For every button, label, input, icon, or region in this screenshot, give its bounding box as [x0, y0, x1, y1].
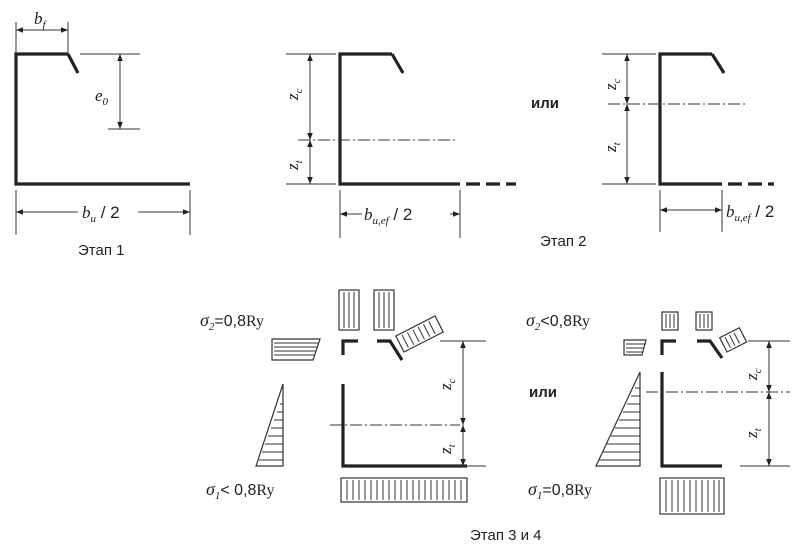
bu-label: bu / 2	[82, 203, 120, 225]
stage34b-corner-top	[660, 339, 676, 355]
sigma1-lt-label: σ1< 0,8Ry	[206, 479, 274, 502]
stage2b-lip	[710, 53, 726, 74]
stage2-section-a: zc zt bu,ef / 2	[283, 52, 516, 238]
buef-label-b: bu,ef / 2	[726, 202, 774, 224]
stage34-title: Этап 3 и 4	[470, 527, 542, 544]
stage34-section-a: σ2=0,8Ry zc zt σ1< 0,8Ry	[200, 289, 486, 503]
stage34a-lip	[377, 339, 404, 361]
bf-label: bf	[34, 9, 48, 31]
stress-block-bottom	[340, 477, 468, 503]
stage2a-profile	[338, 52, 460, 186]
zt-label-d: zt	[742, 427, 764, 439]
stage34b-lip	[697, 339, 724, 359]
sigma1-eq-label: σ1=0,8Ry	[528, 479, 592, 502]
zc-label-b: zc	[601, 78, 623, 91]
stress-block-bottom-b	[659, 477, 725, 515]
stage34b-profile	[660, 372, 722, 468]
stress-block-flange-top	[271, 338, 321, 361]
stage1-title: Этап 1	[78, 242, 124, 259]
stress-block-lip-b	[718, 326, 748, 353]
sigma2-lt-label: σ2<0,8Ry	[526, 310, 590, 333]
stress-triangle-web-b	[595, 371, 641, 467]
stage2-title: Этап 2	[540, 233, 586, 250]
e0-label: e0	[95, 86, 109, 108]
stage34a-profile	[341, 384, 467, 468]
stage2a-lip	[390, 53, 405, 74]
stage34a-corner-top	[341, 339, 358, 355]
stage1-lip	[66, 53, 80, 74]
sigma2-eq-label: σ2=0,8Ry	[200, 310, 264, 333]
stage1-section: bf e0 bu / 2 Этап 1	[14, 9, 191, 259]
zt-label-a: zt	[283, 159, 305, 171]
ili-label-top: или	[531, 95, 559, 112]
stage34-section-b: σ2<0,8Ry zc zt σ1=0,8Ry	[526, 310, 790, 515]
stress-block-lip	[395, 315, 445, 353]
stage1-profile	[14, 52, 190, 186]
buef-label-a: bu,ef / 2	[364, 205, 412, 227]
zt-label-b: zt	[601, 141, 623, 153]
stress-triangle-web	[255, 383, 284, 467]
ili-label-bottom: или	[529, 384, 557, 401]
zc-label-d: zc	[742, 368, 764, 381]
zc-label-a: zc	[283, 88, 305, 101]
stage2-section-b: zc zt bu,ef / 2	[601, 52, 774, 232]
zt-label-c: zt	[436, 443, 458, 455]
stage2b-profile	[658, 52, 722, 186]
zc-label-c: zc	[436, 378, 458, 391]
